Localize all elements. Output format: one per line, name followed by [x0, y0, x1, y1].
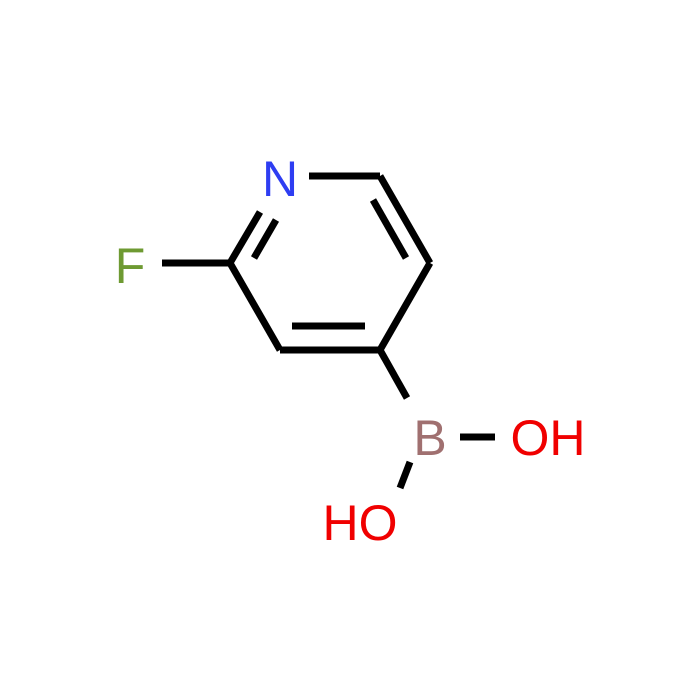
bond-c6-c1 [226, 261, 284, 352]
bond-c3-c4-inner [369, 198, 410, 260]
hydroxyl-right-label: OH [511, 410, 586, 466]
bond-c1-n-inner [250, 218, 280, 260]
nitrogen-atom-label: N [262, 151, 298, 207]
bond-c3-c4 [376, 174, 434, 265]
bond-b-ho [396, 460, 414, 490]
bond-c5-b [376, 348, 411, 400]
hydroxyl-left-label: HO [323, 495, 398, 551]
fluorine-atom-label: F [115, 238, 146, 294]
boron-atom-label: B [413, 410, 446, 466]
bond-c4-c5 [376, 261, 434, 352]
bond-c1-n [226, 210, 264, 265]
